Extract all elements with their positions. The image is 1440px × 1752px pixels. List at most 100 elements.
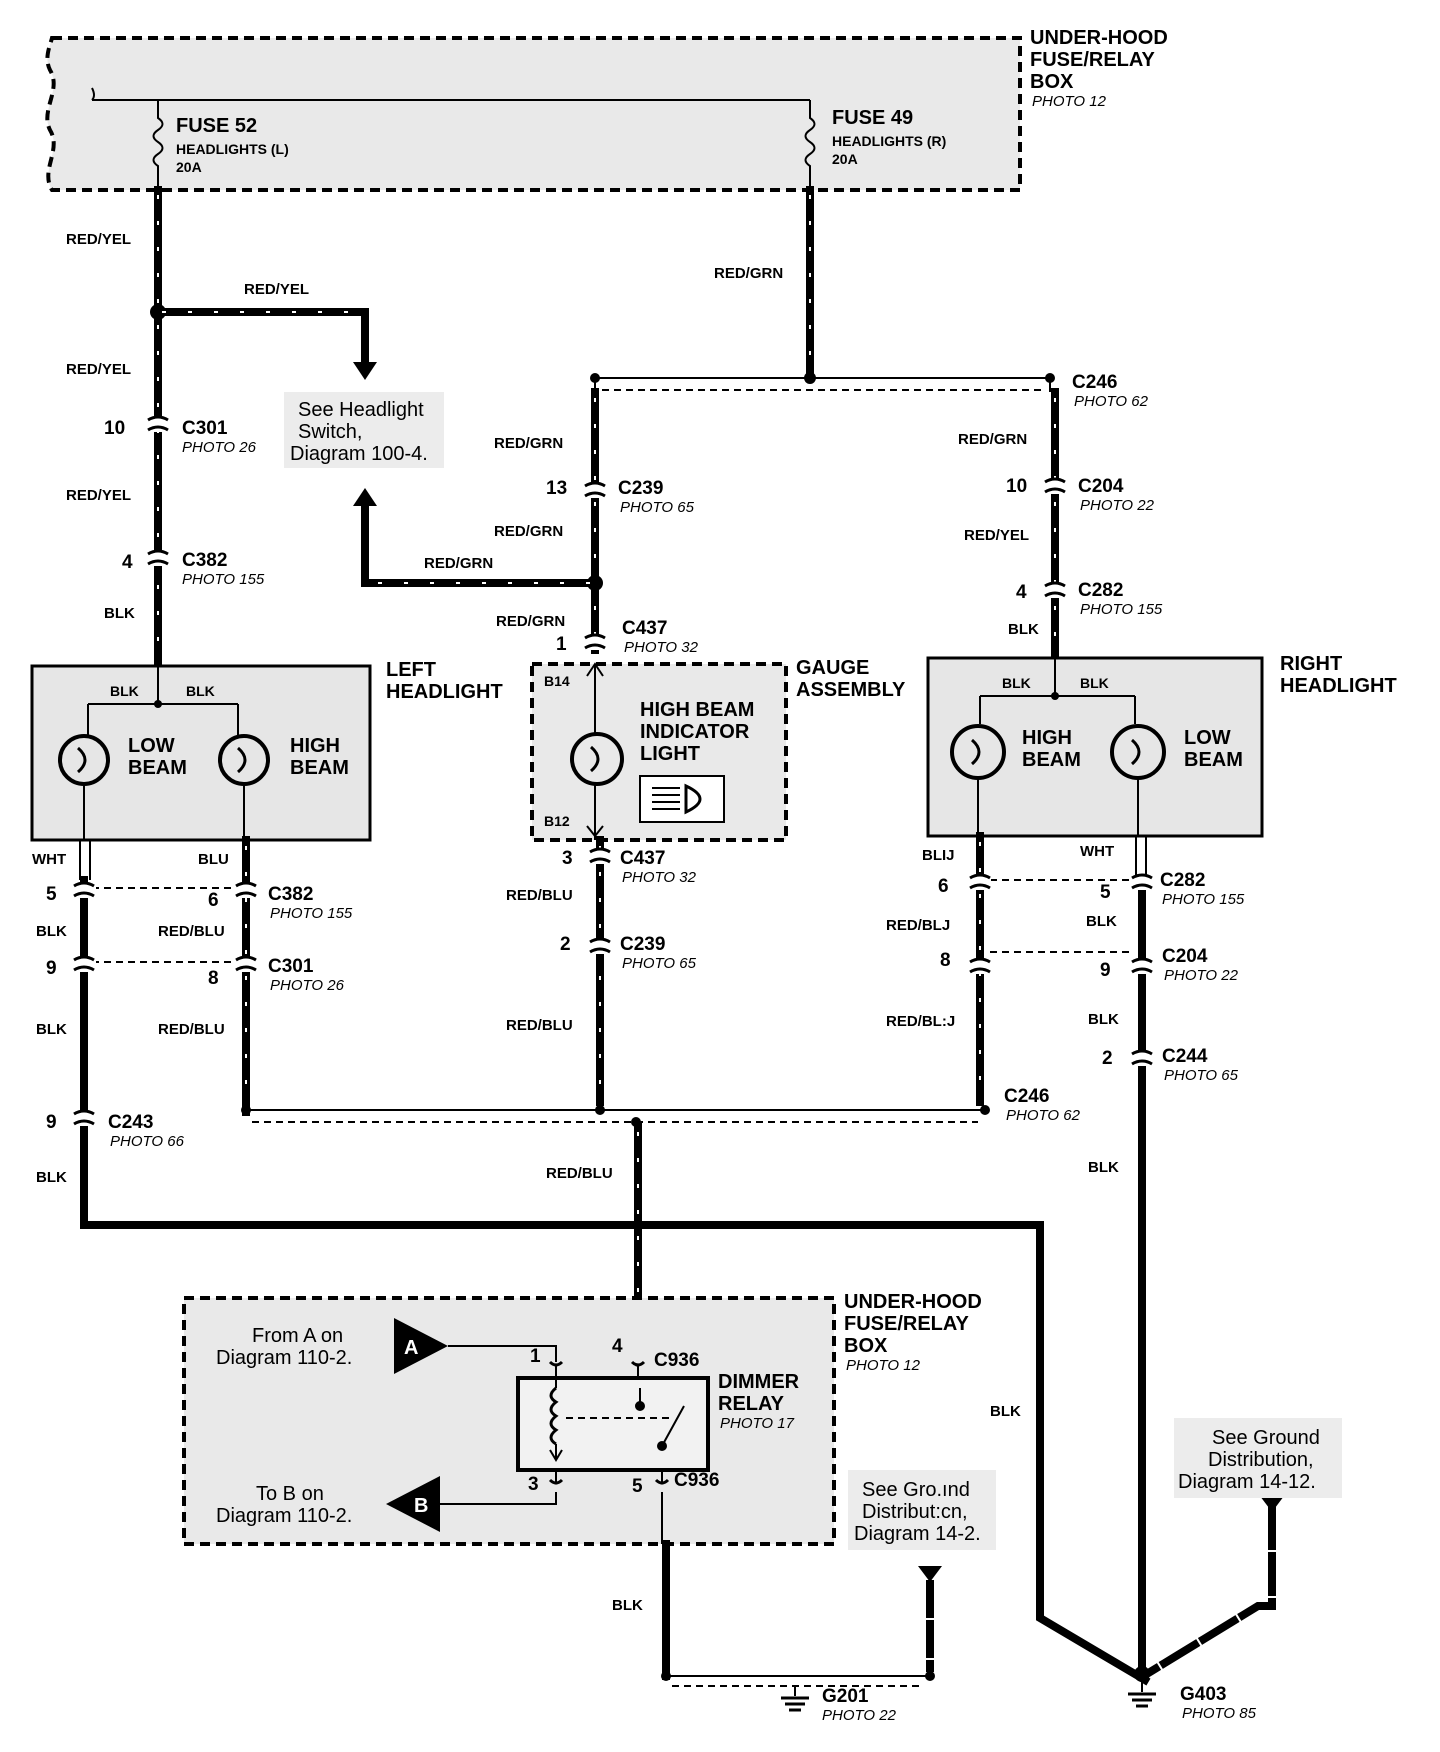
wire-label-red-yel-4: RED/YEL: [66, 487, 131, 504]
pin-9-left-c301: 9: [46, 958, 57, 979]
note-to-b-1: To B on: [256, 1483, 324, 1505]
c382-label-bottom: C382: [268, 884, 313, 905]
high-beam-bulb-right: HIGH BEAM: [950, 724, 1081, 836]
left-hl-blk-2: BLK: [186, 683, 215, 699]
right-headlight-title-1: RIGHT: [1280, 653, 1342, 675]
wire-label-blk-right-top: BLK: [1008, 621, 1039, 638]
wire-label-red-grn-right: RED/GRN: [958, 431, 1027, 448]
c243-label: C243: [108, 1112, 153, 1133]
note-g142-1: See Gro.ınd: [862, 1479, 970, 1501]
c246-label-bottom: C246: [1004, 1086, 1049, 1107]
wire-label-red-blu-left-2: RED/BLU: [158, 1021, 225, 1038]
g403-photo: PHOTO 85: [1182, 1705, 1257, 1722]
c282-label-top: C282: [1078, 580, 1123, 601]
c282-photo-top: PHOTO 155: [1080, 601, 1163, 618]
gauge-title-1: GAUGE: [796, 657, 869, 679]
right-lower-wires: BLIJ WHT 6 5 C282 PHOTO 155 RED/BLJ BLK …: [886, 832, 1245, 1674]
wire-label-red-blu-relay: RED/BLU: [546, 1165, 613, 1182]
wire-label-red-yel-1: RED/YEL: [66, 231, 131, 248]
wire-label-blu-right: BLIJ: [922, 847, 955, 864]
ground-g201: BLK G201 PHOTO 22 See Gro.ınd Distribut:…: [612, 1470, 996, 1724]
pin-10-c204: 10: [1006, 476, 1027, 497]
c204-photo-bottom: PHOTO 22: [1164, 967, 1239, 984]
pin-4-c282: 4: [1016, 582, 1027, 603]
wire-label-blk-right-2: BLK: [1088, 1011, 1119, 1028]
c204-label-bottom: C204: [1162, 946, 1208, 967]
wire-label-red-grn-c437: RED/GRN: [496, 613, 565, 630]
connector-b-arrow: B: [386, 1476, 440, 1532]
fusebox-top-title-2: FUSE/RELAY: [1030, 49, 1156, 71]
note-from-a-1: From A on: [252, 1325, 343, 1347]
pin-8-c204: 8: [940, 950, 951, 971]
pin-5-c936: 5: [632, 1476, 643, 1497]
left-high-beam-1: HIGH: [290, 735, 340, 757]
fusebox-top-photo: PHOTO 12: [1032, 93, 1107, 110]
high-beam-indicator-icon: [639, 775, 725, 823]
dimmer-relay: DIMMER RELAY PHOTO 17: [516, 1366, 800, 1482]
marker-b: B: [414, 1495, 428, 1517]
c246-label-top: C246: [1072, 372, 1117, 393]
high-beam-bulb-left: HIGH BEAM: [218, 734, 349, 840]
pin-2-c244: 2: [1102, 1048, 1113, 1069]
wire-label-red-blu-center-1: RED/BLU: [506, 887, 573, 904]
right-headlight: RIGHT HEADLIGHT BLK BLK HIGH BEAM LOW BE…: [926, 653, 1397, 838]
note-to-b-2: Diagram 110-2.: [216, 1505, 352, 1527]
bottom-fuse-relay-box: UNDER-HOOD FUSE/RELAY BOX PHOTO 12 From …: [182, 1291, 982, 1546]
fusebox-bottom-title-3: BOX: [844, 1335, 888, 1357]
c301-photo-top: PHOTO 26: [182, 439, 257, 456]
pin-10-c301: 10: [104, 418, 125, 439]
c382-photo-top: PHOTO 155: [182, 571, 265, 588]
c301-label-top: C301: [182, 418, 228, 439]
c243-photo: PHOTO 66: [110, 1133, 185, 1150]
pin-9-c204: 9: [1100, 960, 1111, 981]
note-from-a-2: Diagram 110-2.: [216, 1347, 352, 1369]
g403-label: G403: [1180, 1684, 1226, 1705]
wire-label-red-blu-center-2: RED/BLU: [506, 1017, 573, 1034]
left-lower-wires: WHT BLU 5 6 C382 PHOTO 155 BLK RED/BLU 9…: [32, 836, 1151, 1686]
wire-label-red-blu-right-1: RED/BLJ: [886, 917, 950, 934]
right-feed-wire: RED/GRN C246 PHOTO 62: [590, 186, 1149, 410]
c437-label-top: C437: [622, 618, 667, 639]
connector-a-arrow: A: [394, 1318, 448, 1374]
low-beam-bulb-left: LOW BEAM: [58, 734, 187, 840]
c936-label-bottom: C936: [674, 1470, 719, 1491]
c239-label-bottom: C239: [620, 934, 665, 955]
indicator-2: INDICATOR: [640, 721, 750, 743]
left-headlight: LEFT HEADLIGHT BLK BLK LOW BEAM HIGH BEA…: [30, 659, 503, 842]
center-feed-wire: RED/GRN 13 C239 PHOTO 65 RED/GRN RED/GRN…: [353, 388, 699, 656]
connector-c382-top: 4 C382 PHOTO 155: [122, 549, 265, 588]
note-g1412-1: See Ground: [1212, 1427, 1320, 1449]
pin-6-left-c382: 6: [208, 890, 219, 911]
left-hl-blk-1: BLK: [110, 683, 139, 699]
note-g1412-3: Diagram 14-12.: [1178, 1471, 1316, 1493]
fusebox-bottom-title-2: FUSE/RELAY: [844, 1313, 970, 1335]
c204-photo-top: PHOTO 22: [1080, 497, 1155, 514]
wire-label-blk-left-3: BLK: [36, 1169, 67, 1186]
c382-photo-bottom: PHOTO 155: [270, 905, 353, 922]
note-hs-2: Switch,: [298, 421, 362, 443]
fuse49-rating: 20A: [832, 151, 858, 167]
fuse52-desc: HEADLIGHTS (L): [176, 141, 289, 157]
low-beam-bulb-right: LOW BEAM: [1110, 724, 1243, 836]
c282-label-bottom: C282: [1160, 870, 1205, 891]
wire-label-blk-right-1: BLK: [1086, 913, 1117, 930]
fuse52-rating: 20A: [176, 159, 202, 175]
c301-label-bottom: C301: [268, 956, 314, 977]
pin-9-c243: 9: [46, 1112, 57, 1133]
wire-label-red-yel-3: RED/YEL: [66, 361, 131, 378]
gauge-title-2: ASSEMBLY: [796, 679, 906, 701]
c301-photo-bottom: PHOTO 26: [270, 977, 345, 994]
wire-label-blk-left-2: BLK: [36, 1021, 67, 1038]
wire-label-red-yel-2: RED/YEL: [244, 281, 309, 298]
pin-3-c437: 3: [562, 848, 573, 869]
pin-1-c936: 1: [530, 1346, 541, 1367]
pin-2-c239: 2: [560, 934, 571, 955]
pin-8-left-c301: 8: [208, 968, 219, 989]
indicator-1: HIGH BEAM: [640, 699, 754, 721]
wire-label-wht-left: WHT: [32, 851, 66, 868]
right-low-beam-1: LOW: [1184, 727, 1231, 749]
center-lower-wires: 3 C437 PHOTO 32 RED/BLU 2 C239 PHOTO 65 …: [241, 836, 1081, 1362]
left-low-beam-2: BEAM: [128, 757, 187, 779]
pin-13-c239: 13: [546, 478, 567, 499]
wire-label-blk-right-3: BLK: [1088, 1159, 1119, 1176]
